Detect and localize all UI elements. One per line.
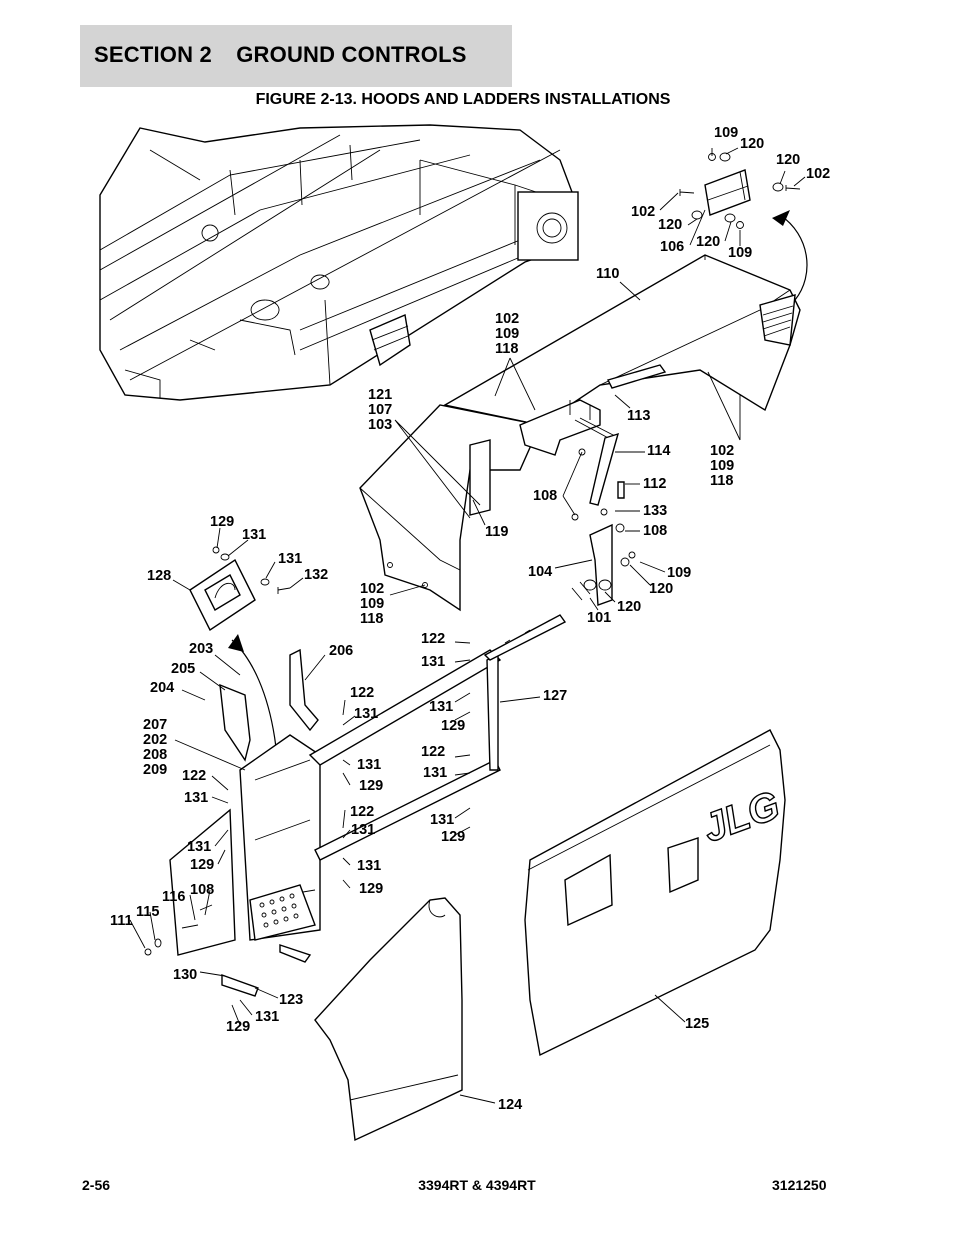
callout: 129 bbox=[226, 1019, 250, 1035]
callout-labels: 109 120 120 102 102 120 106 120 109 110 … bbox=[110, 125, 830, 1113]
callout: 102 bbox=[806, 166, 830, 182]
callout: 131 bbox=[242, 527, 266, 543]
callout: 122 bbox=[350, 685, 374, 701]
callout: 121 bbox=[368, 387, 392, 403]
callout: 120 bbox=[658, 217, 682, 233]
callout: 129 bbox=[441, 718, 465, 734]
callout: 206 bbox=[329, 643, 353, 659]
callout: 102 bbox=[360, 581, 384, 597]
callout: 112 bbox=[643, 476, 666, 492]
callout: 114 bbox=[647, 443, 670, 459]
callout: 101 bbox=[587, 610, 611, 626]
callout: 131 bbox=[423, 765, 447, 781]
callout: 104 bbox=[528, 564, 552, 580]
section-number: SECTION 2 bbox=[94, 42, 212, 67]
callout: 103 bbox=[368, 417, 392, 433]
callout: 131 bbox=[255, 1009, 279, 1025]
hood-panel-103 bbox=[359, 404, 541, 612]
callout: 133 bbox=[643, 503, 667, 519]
callout: 109 bbox=[667, 565, 691, 581]
callout: 129 bbox=[359, 778, 383, 794]
callout: 130 bbox=[173, 967, 197, 983]
callout: 131 bbox=[429, 699, 453, 715]
callout: 129 bbox=[190, 857, 214, 873]
callout: 128 bbox=[147, 568, 171, 584]
hood-panel-110 bbox=[443, 254, 801, 426]
callout: 119 bbox=[485, 524, 508, 540]
callout: 127 bbox=[543, 688, 567, 704]
callout: 204 bbox=[150, 680, 174, 696]
document-number: 3121250 bbox=[772, 1177, 827, 1193]
callout: 102 bbox=[631, 204, 655, 220]
callout: 122 bbox=[182, 768, 206, 784]
callout: 131 bbox=[430, 812, 454, 828]
install-arrow-hood bbox=[779, 214, 808, 301]
callout: 109 bbox=[714, 125, 738, 141]
callout: 202 bbox=[143, 732, 167, 748]
callout: 203 bbox=[189, 641, 213, 657]
callout: 102 bbox=[495, 311, 519, 327]
callout: 111 bbox=[110, 913, 133, 929]
callout: 129 bbox=[359, 881, 383, 897]
callout: 109 bbox=[360, 596, 384, 612]
callout: 209 bbox=[143, 762, 167, 778]
callout: 108 bbox=[533, 488, 557, 504]
latch-128 bbox=[189, 546, 291, 632]
callout: 118 bbox=[360, 611, 383, 627]
callout: 120 bbox=[696, 234, 720, 250]
callout: 120 bbox=[617, 599, 641, 615]
callout: 107 bbox=[368, 402, 392, 418]
callout: 131 bbox=[351, 822, 375, 838]
callout: 208 bbox=[143, 747, 167, 763]
side-hood-124 bbox=[314, 897, 463, 1142]
callout: 116 bbox=[162, 889, 185, 905]
callout: 131 bbox=[354, 706, 378, 722]
callout: 129 bbox=[210, 514, 234, 530]
callout: 122 bbox=[350, 804, 374, 820]
callout: 131 bbox=[357, 858, 381, 874]
callout: 102 bbox=[710, 443, 734, 459]
callout: 120 bbox=[649, 581, 673, 597]
callout: 106 bbox=[660, 239, 684, 255]
callout: 120 bbox=[740, 136, 764, 152]
callout: 125 bbox=[685, 1016, 709, 1032]
callout: 113 bbox=[627, 408, 650, 424]
callout: 109 bbox=[495, 326, 519, 342]
callout: 109 bbox=[710, 458, 734, 474]
figure-title: FIGURE 2-13. HOODS AND LADDERS INSTALLAT… bbox=[255, 91, 671, 108]
hinge-assembly bbox=[679, 152, 801, 229]
section-title: GROUND CONTROLS bbox=[236, 42, 467, 67]
callout: 108 bbox=[190, 882, 214, 898]
callout: 110 bbox=[596, 266, 619, 282]
callout: 120 bbox=[776, 152, 800, 168]
callout: 132 bbox=[304, 567, 328, 583]
bracket-113 bbox=[519, 399, 636, 606]
callout: 123 bbox=[279, 992, 303, 1008]
callout: 115 bbox=[136, 904, 159, 920]
callout: 109 bbox=[728, 245, 752, 261]
side-hood-125: JLG bbox=[524, 729, 786, 1057]
page-number: 2-56 bbox=[82, 1177, 111, 1193]
section-banner: SECTION 2 GROUND CONTROLS bbox=[80, 25, 512, 87]
callout: 205 bbox=[171, 661, 195, 677]
leader-lines bbox=[129, 147, 806, 1104]
callout: 118 bbox=[710, 473, 733, 489]
callout: 122 bbox=[421, 631, 445, 647]
callout: 129 bbox=[441, 829, 465, 845]
callout: 122 bbox=[421, 744, 445, 760]
callout: 108 bbox=[643, 523, 667, 539]
callout: 131 bbox=[278, 551, 302, 567]
model-names: 3394RT & 4394RT bbox=[418, 1177, 536, 1193]
callout: 131 bbox=[187, 839, 211, 855]
callout: 124 bbox=[498, 1097, 522, 1113]
callout: 207 bbox=[143, 717, 167, 733]
chassis-frame bbox=[99, 124, 579, 401]
callout: 131 bbox=[357, 757, 381, 773]
callout: 131 bbox=[421, 654, 445, 670]
ladder-assembly bbox=[144, 614, 567, 997]
callout: 131 bbox=[184, 790, 208, 806]
callout: 118 bbox=[495, 341, 518, 357]
